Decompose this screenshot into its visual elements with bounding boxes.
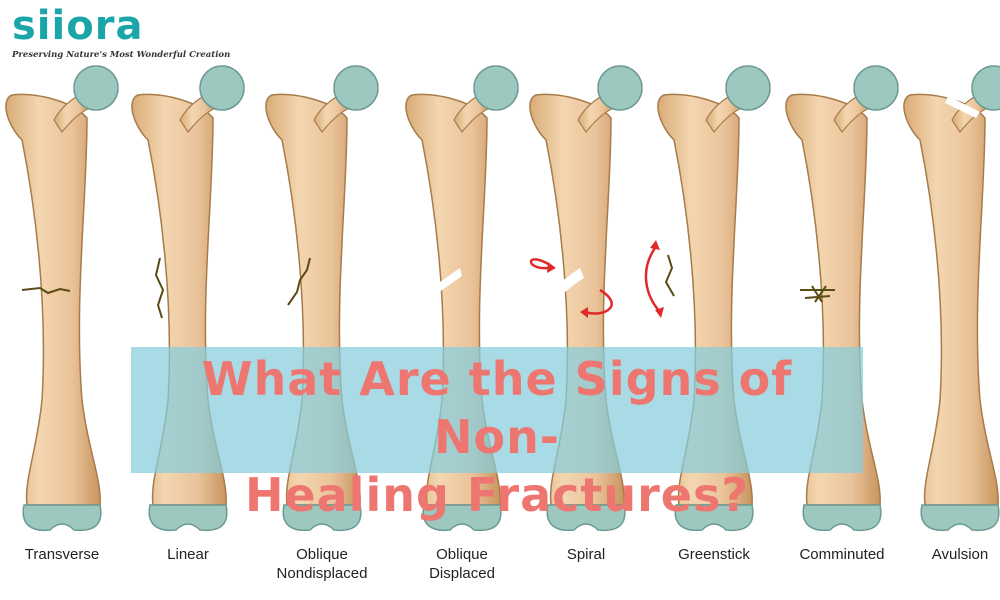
fracture-label-line1: Transverse xyxy=(24,546,100,563)
banner-title-line2: Healing Fractures? xyxy=(244,468,750,522)
fracture-label: Avulsion xyxy=(895,545,1000,564)
fracture-label: Comminuted xyxy=(777,545,907,564)
spiral-rotation-arrow-top xyxy=(529,258,551,270)
femur-bone xyxy=(5,65,119,532)
avulsion-fracture-gap xyxy=(945,96,980,118)
femur-condyles xyxy=(920,504,1000,532)
logo-wordmark: siiora xyxy=(12,3,144,49)
fracture-label-line1: Oblique xyxy=(296,546,348,563)
femur-shaft xyxy=(903,93,999,506)
femur-condyles xyxy=(674,504,754,532)
femur-head xyxy=(725,65,771,111)
fracture-label: Greenstick xyxy=(649,545,779,564)
fracture-label-line1: Comminuted xyxy=(799,546,885,563)
oblique-fracture-line xyxy=(287,257,311,306)
femur-condyles xyxy=(282,504,362,532)
fracture-label-line1: Linear xyxy=(167,546,209,563)
spiral-rotation-arrowhead-top xyxy=(547,262,556,273)
comminuted-fracture-lines xyxy=(800,285,835,303)
fracture-label-line2: Displaced xyxy=(429,565,495,582)
fracture-label-line1: Spiral xyxy=(566,546,606,563)
banner-title-line1: What Are the Signs of Non- xyxy=(201,352,793,464)
femur-condyles xyxy=(802,504,882,532)
femur-head xyxy=(333,65,379,111)
femur-condyles xyxy=(22,504,102,532)
fracture-label: Linear xyxy=(123,545,253,564)
logo-tagline: Preserving Nature's Most Wonderful Creat… xyxy=(12,50,231,60)
femur-condyles xyxy=(546,504,626,532)
fracture-label-line1: Avulsion xyxy=(931,546,989,563)
femur-bone xyxy=(903,65,1000,532)
femur-head xyxy=(73,65,119,111)
spiral-rotation-arrow-bottom xyxy=(584,288,613,315)
femur-shaft xyxy=(5,93,101,506)
title-banner xyxy=(131,347,863,473)
spiral-fracture-gap xyxy=(552,268,584,300)
femur-head xyxy=(853,65,899,111)
transverse-fracture-line xyxy=(21,286,71,295)
fracture-label-line2: Nondisplaced xyxy=(276,565,368,582)
femur-condyles xyxy=(148,504,228,532)
femur-head xyxy=(971,65,1000,111)
greenstick-bend-arrow xyxy=(644,247,661,313)
greenstick-fracture-line xyxy=(664,254,675,297)
fracture-label-line1: Greenstick xyxy=(678,546,750,563)
greenstick-arrowhead-bottom xyxy=(655,307,664,318)
femur-head xyxy=(597,65,643,111)
spiral-rotation-arrowhead-bottom xyxy=(580,307,588,318)
fracture-label: Transverse xyxy=(0,545,127,564)
linear-fracture-line xyxy=(154,257,165,319)
femur-head xyxy=(199,65,245,111)
banner-title: What Are the Signs of Non- Healing Fract… xyxy=(131,350,863,524)
oblique-displaced-gap xyxy=(420,268,462,302)
fracture-label: Spiral xyxy=(521,545,651,564)
siiora-logo: siiora Preserving Nature's Most Wonderfu… xyxy=(12,3,231,64)
greenstick-arrowhead-top xyxy=(650,240,660,250)
femur-condyles xyxy=(422,504,502,532)
fracture-label-line1: Oblique xyxy=(436,546,488,563)
femur-head xyxy=(473,65,519,111)
